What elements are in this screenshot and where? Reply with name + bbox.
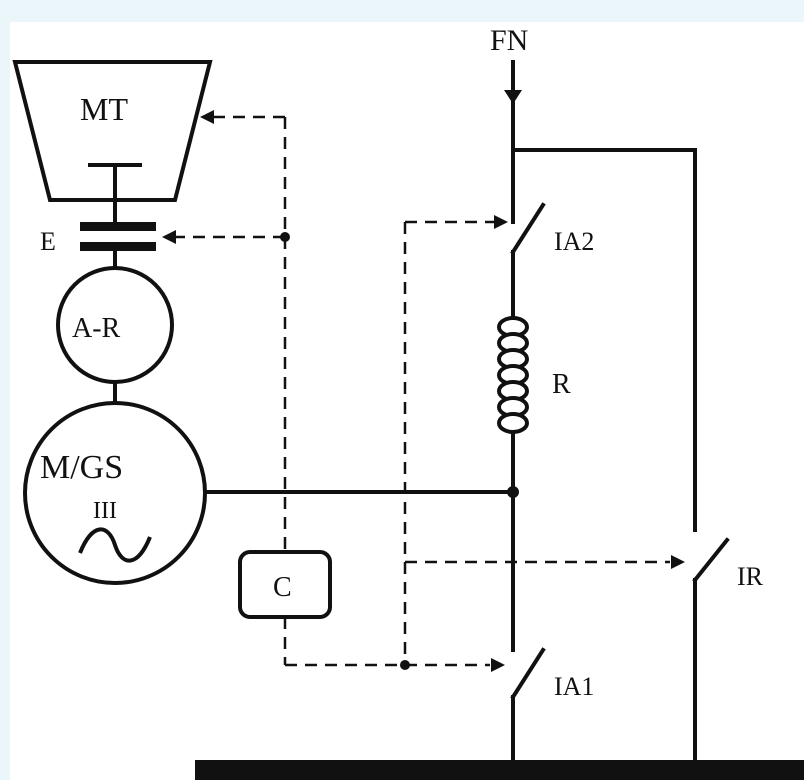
reactor-label: R [552,369,571,400]
ac-tilde-icon [78,527,152,563]
feeder-arrow-head [504,90,522,104]
ia1-label: IA1 [554,672,594,701]
junction-dot-bottom [400,660,410,670]
controller-label: C [273,572,292,603]
ground-bus-bar [195,760,804,780]
arrow-to-ir [671,555,685,569]
arrow-to-turbine [200,110,214,124]
clutch-plate-top [80,222,156,231]
clutch-plate-bottom [80,242,156,251]
turbine-shape [12,60,213,202]
ir-switch-blade [692,537,730,583]
ia2-switch-blade [510,202,546,255]
turbine-label: MT [80,91,128,127]
arrow-to-ia2 [494,215,508,229]
machine-label-line1: M/GS [40,449,123,486]
machine-circle [23,401,207,585]
ia1-switch-blade [510,647,546,700]
feeder-label: FN [490,24,528,57]
control-signal-lines [175,115,670,667]
aux-unit-label: A-R [72,313,121,344]
junction-dot-clutch [280,232,290,242]
arrow-to-clutch [162,230,176,244]
ia2-label: IA2 [554,227,594,256]
clutch-label: E [40,227,56,256]
left-border [0,0,10,780]
reactor-coil-icon [497,316,529,434]
top-border [0,0,804,22]
machine-label-line2: III [93,498,117,524]
ir-label: IR [737,562,764,591]
arrow-to-ia1 [491,658,505,672]
